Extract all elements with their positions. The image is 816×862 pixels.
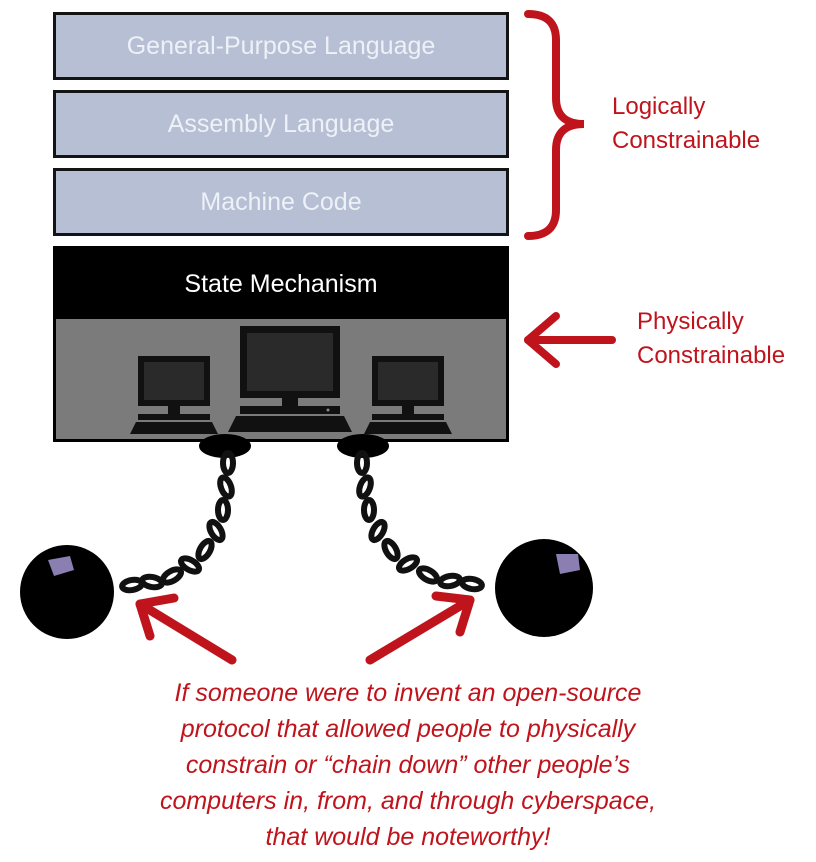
ball-and-chain-icon <box>119 450 236 594</box>
note-line: that would be noteworthy! <box>265 823 551 851</box>
layer-machine-code: Machine Code <box>53 168 509 236</box>
layer-label: General-Purpose Language <box>126 31 436 60</box>
physically-constrainable-label: Physically Constrainable <box>637 305 785 373</box>
computer-monitor-icon <box>130 356 218 434</box>
label-line: Logically <box>612 93 706 120</box>
label-line: Physically <box>637 308 744 335</box>
computer-monitor-icon <box>364 356 452 434</box>
caption-note: If someone were to invent an open-source… <box>0 675 816 855</box>
note-line: constrain or “chain down” other people’s <box>185 751 631 779</box>
label-line: Constrainable <box>637 342 786 369</box>
logically-constrainable-label: Logically Constrainable <box>612 90 760 158</box>
ball-and-chain-icon <box>354 450 485 593</box>
state-mechanism-header: State Mechanism <box>56 249 506 319</box>
layer-label: Assembly Language <box>167 109 395 138</box>
state-mechanism-label: State Mechanism <box>184 269 378 298</box>
label-line: Constrainable <box>612 127 761 154</box>
note-line: computers in, from, and through cyberspa… <box>159 787 657 815</box>
arrow-icon <box>135 593 237 665</box>
arrow-icon <box>524 312 616 368</box>
layer-general-purpose-language: General-Purpose Language <box>53 12 509 80</box>
arrow-icon <box>365 591 475 665</box>
layer-assembly-language: Assembly Language <box>53 90 509 158</box>
computer-monitor-icon <box>228 326 352 432</box>
note-line: If someone were to invent an open-source <box>174 679 642 707</box>
curly-brace-icon <box>524 10 585 240</box>
ball-and-chain-icon <box>495 539 593 637</box>
layer-label: Machine Code <box>200 187 362 216</box>
ball-and-chain-icon <box>20 545 114 639</box>
note-line: protocol that allowed people to physical… <box>180 715 636 743</box>
